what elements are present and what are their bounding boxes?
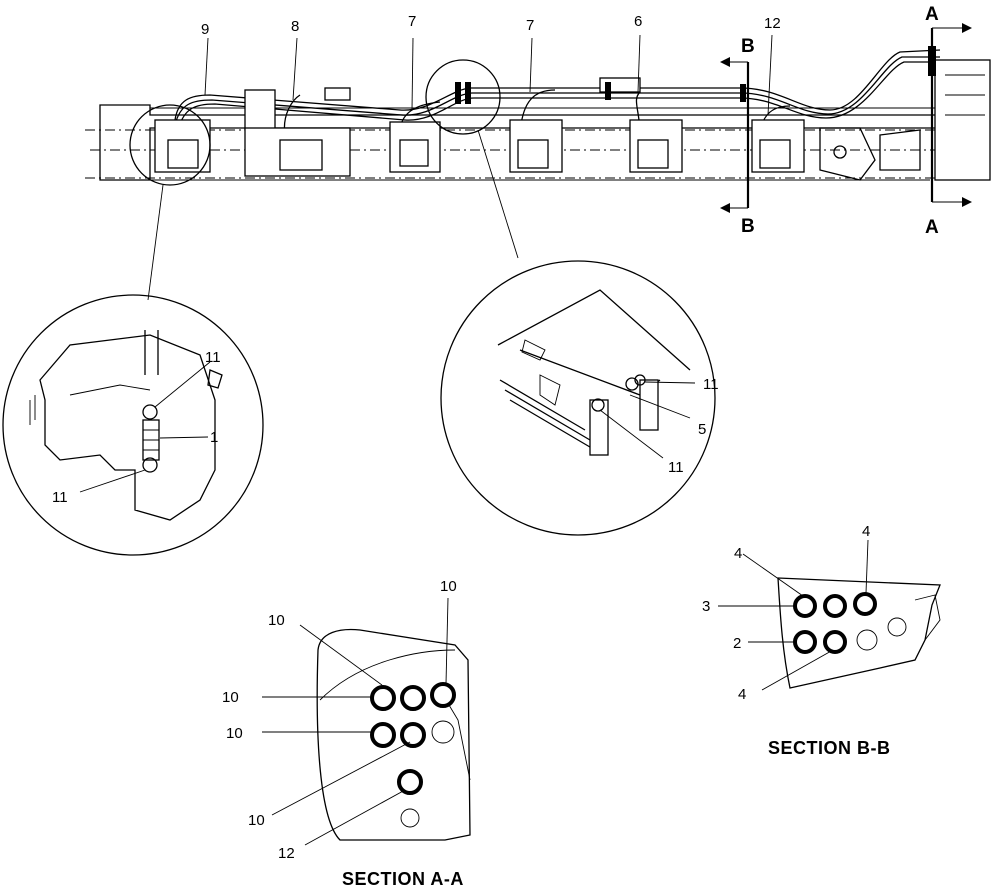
callout-12: 12	[278, 845, 295, 862]
section-cut-a: A A	[925, 4, 972, 238]
detail-circle-left	[129, 104, 211, 186]
detail-view-right: 11 5 11	[440, 260, 719, 536]
section-bb-view: 4 4 3 2 4 SECTION B-B	[702, 523, 941, 758]
callout-3: 3	[702, 598, 710, 615]
callout-11: 11	[205, 349, 221, 366]
main-assembly-view: 9 8 7 7 6 12 A A B B	[85, 4, 991, 238]
section-marker-b: B	[741, 36, 755, 57]
callout-11: 11	[703, 376, 719, 393]
callout-4: 4	[734, 545, 742, 562]
callout-4: 4	[738, 686, 746, 703]
callout-10: 10	[440, 578, 457, 595]
callout-11: 11	[668, 459, 684, 476]
callout-12: 12	[764, 15, 781, 32]
section-marker-b: B	[741, 216, 755, 237]
section-aa-title: SECTION A-A	[342, 869, 464, 889]
callout-2: 2	[733, 635, 741, 652]
detail-circle-right	[425, 59, 501, 135]
callout-10: 10	[226, 725, 243, 742]
callout-9: 9	[201, 21, 209, 38]
detail-view-left: 11 1 11	[2, 294, 264, 556]
callout-7: 7	[526, 17, 534, 34]
callout-10: 10	[268, 612, 285, 629]
section-bb-title: SECTION B-B	[768, 738, 891, 758]
section-marker-a: A	[925, 217, 939, 238]
callout-5: 5	[698, 421, 706, 438]
section-aa-view: 10 10 10 10 10 12 SECTION A-A	[222, 578, 471, 889]
callout-8: 8	[291, 18, 299, 35]
callout-11: 11	[52, 489, 68, 506]
callout-7: 7	[408, 13, 416, 30]
section-marker-a: A	[925, 4, 939, 25]
callout-10: 10	[222, 689, 239, 706]
callout-10: 10	[248, 812, 265, 829]
callout-6: 6	[634, 13, 642, 30]
section-cut-b: B B	[720, 36, 755, 237]
callout-1: 1	[210, 429, 218, 446]
callout-4: 4	[862, 523, 870, 540]
